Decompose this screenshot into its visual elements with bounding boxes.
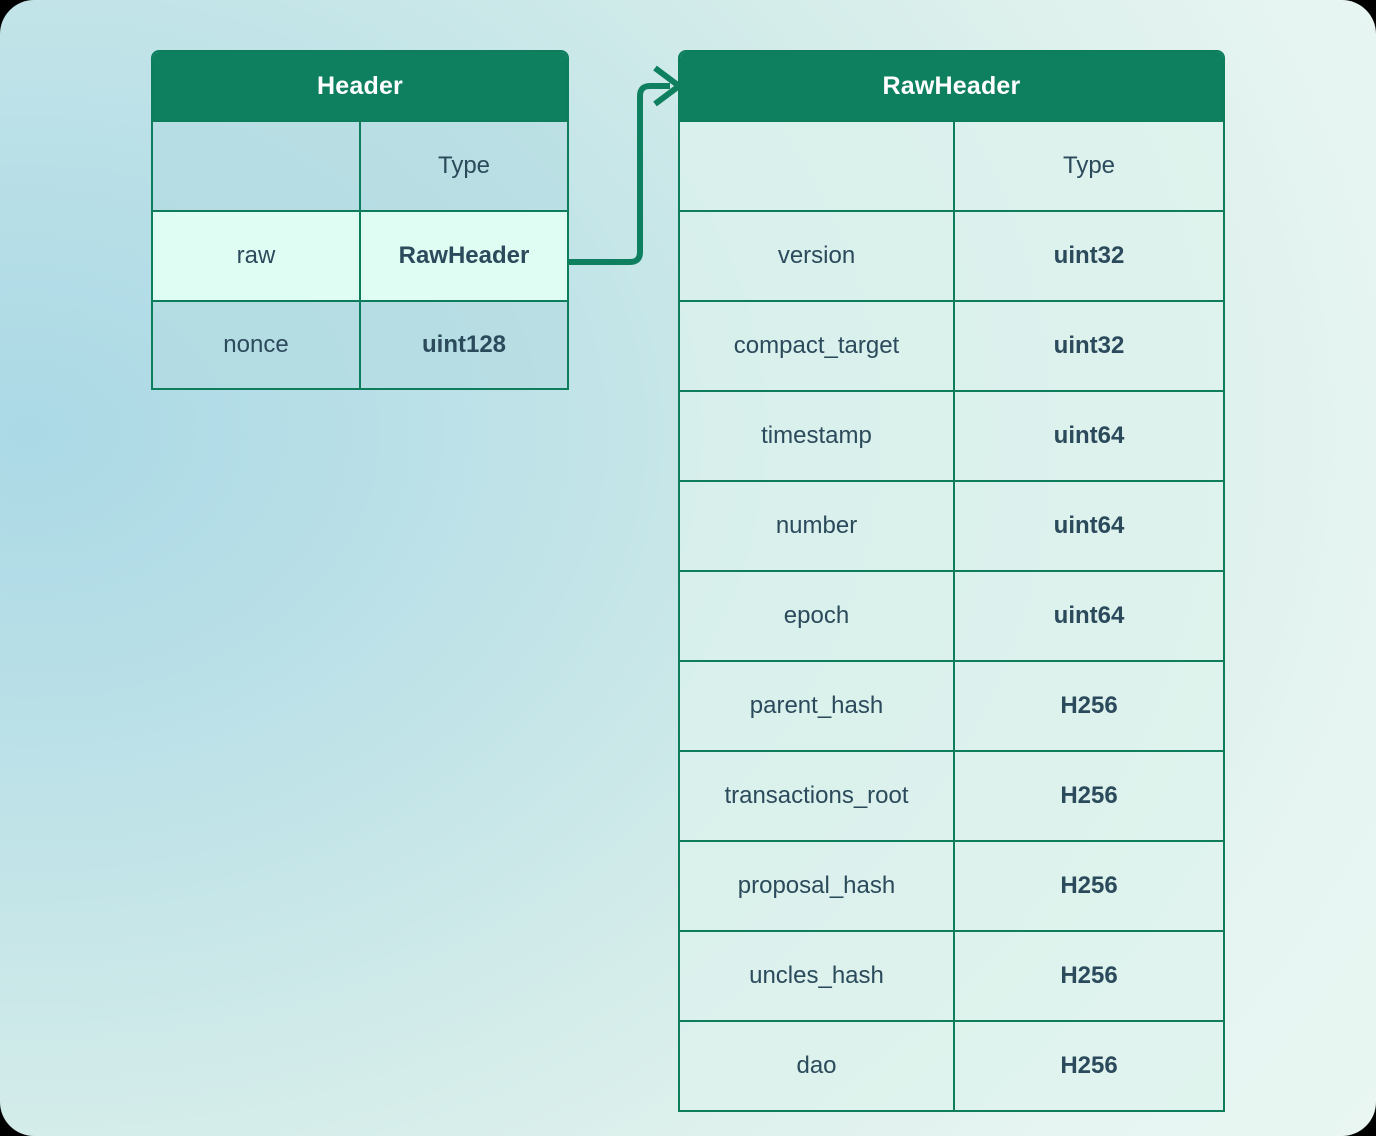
field-name: timestamp	[761, 422, 872, 449]
field-type: uint32	[953, 302, 1223, 390]
field-name: nonce	[223, 331, 289, 358]
field-type: uint64	[953, 572, 1223, 660]
field-name: raw	[236, 242, 276, 269]
arrowhead-right-icon	[653, 65, 684, 107]
field-name: compact_target	[733, 332, 900, 359]
table-row[interactable]: proposal_hash H256	[680, 840, 1223, 930]
connector-raw-to-rawheader	[569, 65, 684, 265]
field-type: H256	[953, 662, 1223, 750]
field-type: uint128	[359, 302, 567, 388]
field-type: H256	[953, 932, 1223, 1020]
entity-header-title: Header	[153, 52, 567, 120]
table-row[interactable]: epoch uint64	[680, 570, 1223, 660]
table-row[interactable]: timestamp uint64	[680, 390, 1223, 480]
table-row[interactable]: number uint64	[680, 480, 1223, 570]
table-row[interactable]: compact_target uint32	[680, 300, 1223, 390]
connector-path	[569, 83, 670, 265]
table-row[interactable]: nonce uint128	[153, 300, 567, 388]
column-header-name	[153, 122, 359, 210]
field-type: H256	[953, 1022, 1223, 1110]
column-header-type: Type	[359, 122, 567, 210]
field-type: uint64	[953, 392, 1223, 480]
table-row[interactable]: parent_hash H256	[680, 660, 1223, 750]
entity-header-column-headers: Type	[153, 120, 567, 210]
field-type: uint32	[953, 212, 1223, 300]
entity-header[interactable]: Header Type raw RawHeader nonce uint128	[151, 50, 569, 390]
field-name: uncles_hash	[749, 962, 884, 989]
table-row[interactable]: transactions_root H256	[680, 750, 1223, 840]
field-name: version	[777, 242, 856, 269]
field-name: transactions_root	[724, 782, 909, 809]
field-name: parent_hash	[749, 692, 884, 719]
field-name: dao	[796, 1052, 837, 1079]
field-name: epoch	[783, 602, 850, 629]
table-row[interactable]: dao H256	[680, 1020, 1223, 1110]
table-row[interactable]: uncles_hash H256	[680, 930, 1223, 1020]
field-type: H256	[953, 752, 1223, 840]
entity-rawheader[interactable]: RawHeader Type version uint32 compact_ta…	[678, 50, 1225, 1112]
field-type: uint64	[953, 482, 1223, 570]
field-name: proposal_hash	[737, 872, 896, 899]
field-type: H256	[953, 842, 1223, 930]
column-header-type: Type	[953, 122, 1223, 210]
field-type: RawHeader	[359, 212, 567, 300]
field-name: number	[775, 512, 858, 539]
entity-rawheader-title: RawHeader	[680, 52, 1223, 120]
table-row[interactable]: version uint32	[680, 210, 1223, 300]
table-row[interactable]: raw RawHeader	[153, 210, 567, 300]
column-header-name	[680, 122, 953, 210]
entity-rawheader-column-headers: Type	[680, 120, 1223, 210]
